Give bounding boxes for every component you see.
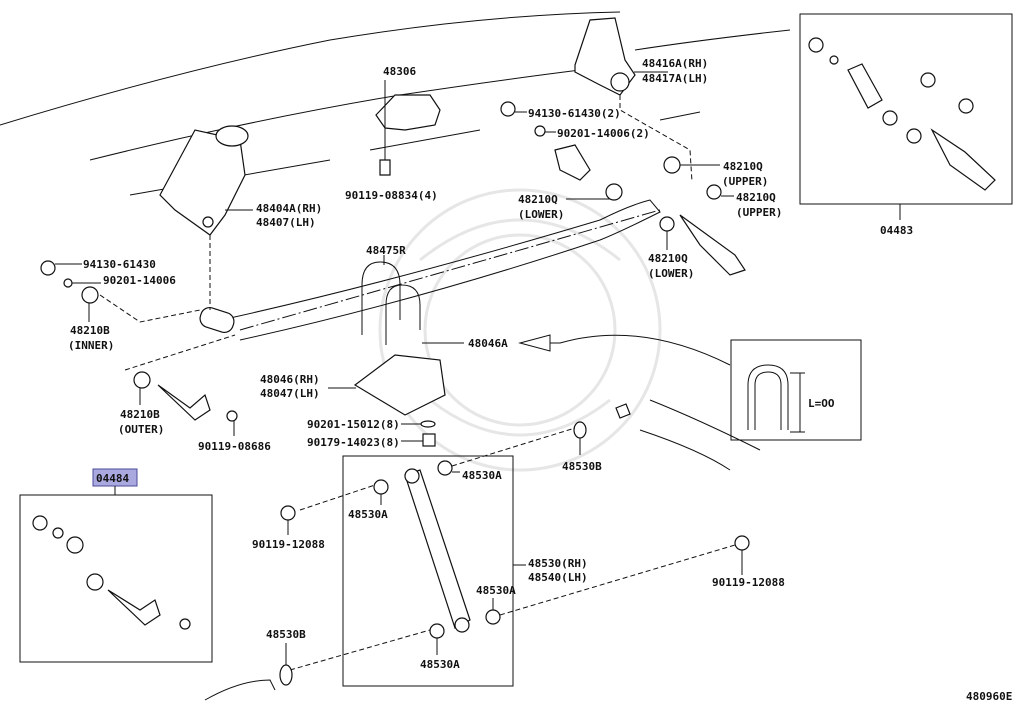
label-48530a-4[interactable]: 48530A: [420, 658, 460, 671]
label-48210q-upper-2[interactable]: 48210Q: [736, 191, 776, 204]
label-48210b-outer[interactable]: 48210B: [120, 408, 160, 421]
front-hanger-bracket: [159, 125, 253, 310]
label-48417a[interactable]: 48417A(LH): [642, 72, 708, 85]
label-upper-1: (UPPER): [722, 175, 768, 188]
label-94130-61430[interactable]: 94130-61430: [83, 258, 156, 271]
hardware-parts: [40, 101, 746, 447]
label-90201-14006[interactable]: 90201-14006: [103, 274, 176, 287]
shock-kit-box: [342, 455, 514, 687]
rear-hanger-bracket: [574, 17, 693, 183]
label-48046a[interactable]: 48046A: [468, 337, 508, 350]
kit-04483-box: [799, 13, 1013, 205]
vehicle-body-outline: [0, 11, 791, 471]
label-48404a[interactable]: 48404A(RH): [256, 202, 322, 215]
label-48210b-inner[interactable]: 48210B: [70, 324, 110, 337]
label-48540[interactable]: 48540(LH): [528, 571, 588, 584]
label-outer: (OUTER): [118, 423, 164, 436]
label-48530a-3[interactable]: 48530A: [476, 584, 516, 597]
kit-04484-box: [19, 494, 213, 663]
label-90201-15012[interactable]: 90201-15012(8): [307, 418, 400, 431]
label-48210q-upper-1[interactable]: 48210Q: [723, 160, 763, 173]
label-90119-08686[interactable]: 90119-08686: [198, 440, 271, 453]
label-90119-12088-1[interactable]: 90119-12088: [252, 538, 325, 551]
label-48530a-1[interactable]: 48530A: [462, 469, 502, 482]
spring-seat: [328, 354, 446, 416]
label-90179-14023[interactable]: 90179-14023(8): [307, 436, 400, 449]
label-90119-08834[interactable]: 90119-08834(4): [345, 189, 438, 202]
label-kit-04483[interactable]: 04483: [880, 224, 913, 237]
label-94130-61430-2[interactable]: 94130-61430(2): [528, 107, 621, 120]
label-lower-2: (LOWER): [648, 267, 694, 280]
shock-absorber: [204, 421, 750, 701]
label-inner: (INNER): [68, 339, 114, 352]
label-48416a[interactable]: 48416A(RH): [642, 57, 708, 70]
label-90201-14006-2[interactable]: 90201-14006(2): [557, 127, 650, 140]
part-labels: 48306 48416A(RH) 48417A(LH) 94130-61430(…: [68, 57, 1012, 703]
label-ubolt-length: L=OO: [808, 397, 835, 410]
kit-04484-parts: [32, 515, 191, 630]
diagram-code: 480960E: [966, 690, 1012, 703]
label-48210q-lower-1[interactable]: 48210Q: [518, 193, 558, 206]
callout-arrow: [520, 334, 731, 366]
label-48530[interactable]: 48530(RH): [528, 557, 588, 570]
label-48046[interactable]: 48046(RH): [260, 373, 320, 386]
ubolt-inset-box: [730, 339, 862, 441]
label-48210q-lower-2[interactable]: 48210Q: [648, 252, 688, 265]
spring-eye-bushing: [199, 306, 235, 334]
u-bolts: [361, 255, 464, 345]
label-lower-1: (LOWER): [518, 208, 564, 221]
label-48530a-2[interactable]: 48530A: [348, 508, 388, 521]
kit-04483-parts: [808, 37, 996, 220]
watermark-emblem: [378, 188, 662, 472]
ubolt-inset-drawing: [747, 364, 805, 433]
label-48530b-2[interactable]: 48530B: [266, 628, 306, 641]
leaf-spring: [199, 199, 661, 341]
bracket-48306: [375, 80, 441, 176]
label-48047[interactable]: 48047(LH): [260, 387, 320, 400]
label-48306[interactable]: 48306: [383, 65, 416, 78]
label-48475r[interactable]: 48475R: [366, 244, 406, 257]
label-48407[interactable]: 48407(LH): [256, 216, 316, 229]
label-kit-04484[interactable]: 04484: [96, 472, 129, 485]
arrow-head: [518, 334, 551, 352]
label-48530b-1[interactable]: 48530B: [562, 460, 602, 473]
label-90119-12088-2[interactable]: 90119-12088: [712, 576, 785, 589]
label-upper-2: (UPPER): [736, 206, 782, 219]
